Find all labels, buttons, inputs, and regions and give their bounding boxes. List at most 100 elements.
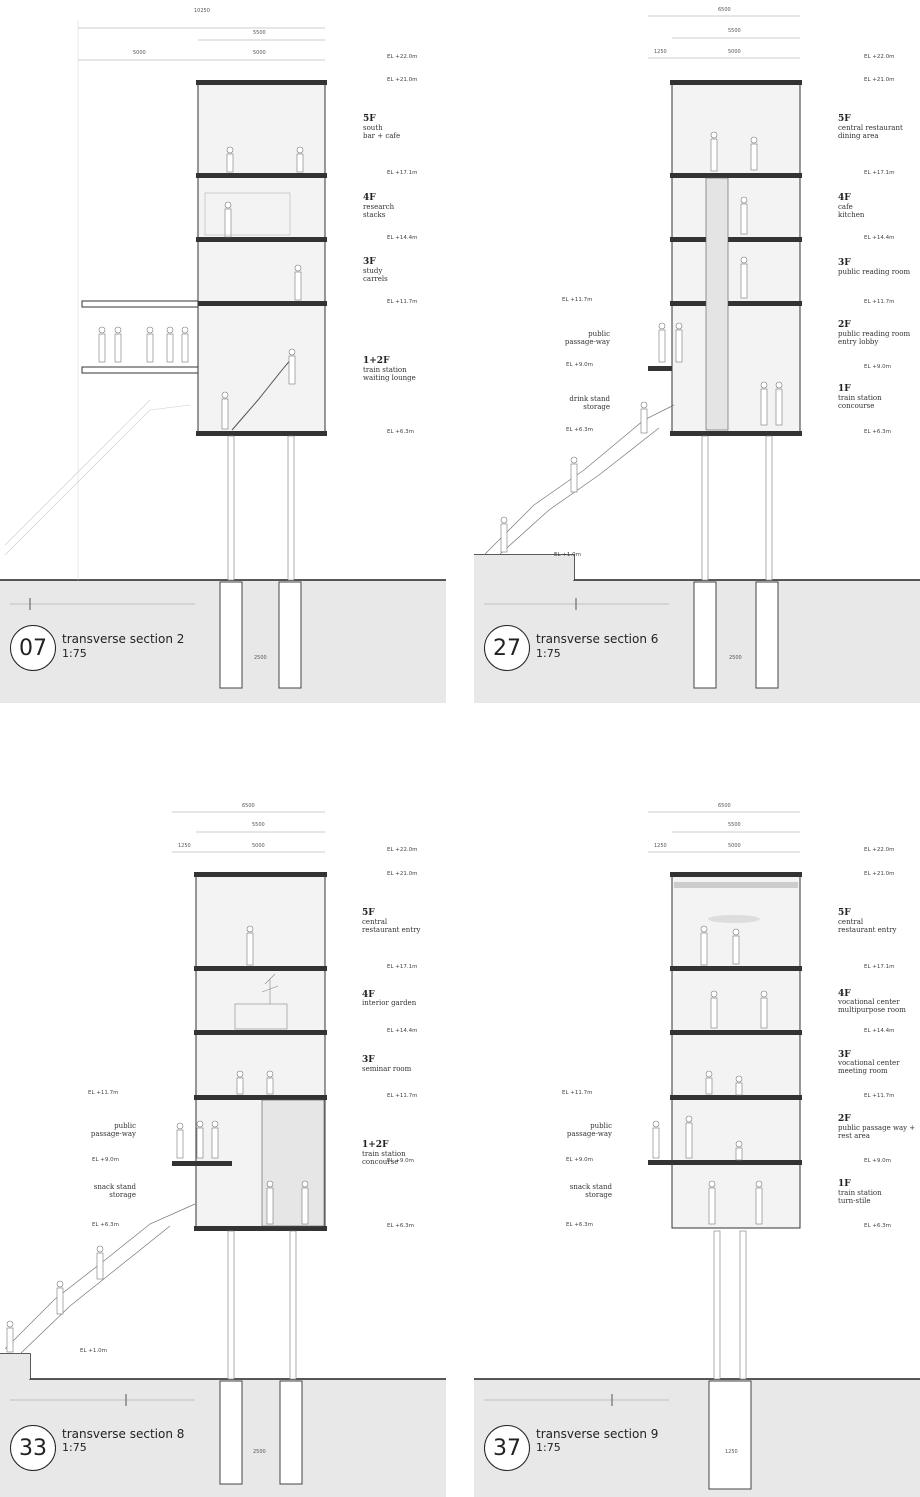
elevation-tag: EL +21.0m xyxy=(387,871,418,877)
elevation-tag: EL +9.0m xyxy=(387,1158,415,1164)
elevation-tag: EL +22.0m xyxy=(387,847,418,853)
dim-top: 6500 xyxy=(718,803,731,809)
section-scale: 1:75 xyxy=(536,1441,561,1454)
elevation-tag: EL +22.0m xyxy=(387,54,418,60)
elevation-tag: EL +17.1m xyxy=(387,170,418,176)
left-elevation-tag: EL +1.0m xyxy=(80,1348,108,1354)
elevation-tag: EL +17.1m xyxy=(864,964,895,970)
level-label: train station turn-stile xyxy=(838,1189,882,1206)
side-label: snack stand storage xyxy=(93,1183,136,1200)
dim-left: 1250 xyxy=(654,49,667,55)
level-label: south bar + cafe xyxy=(363,124,401,141)
elevation-tag: EL +14.4m xyxy=(864,1028,895,1034)
level-number: 4F xyxy=(838,989,851,999)
elevation-tag: EL +21.0m xyxy=(387,77,418,83)
dim-mid: 5500 xyxy=(728,28,741,34)
section-drawing xyxy=(474,811,920,1497)
elevation-tag: EL +11.7m xyxy=(864,299,895,305)
level-label: central restaurant entry xyxy=(838,918,897,935)
side-label: snack stand storage xyxy=(569,1183,612,1200)
dim-left: 1250 xyxy=(654,843,667,849)
level-label: study carrels xyxy=(363,267,388,284)
level-label: public passage way + rest area xyxy=(838,1124,916,1141)
left-elevation-tag: EL +6.3m xyxy=(566,427,594,433)
dim-mid: 5500 xyxy=(253,30,266,36)
level-number: 4F xyxy=(362,990,375,1000)
level-label: central restaurant entry xyxy=(362,918,421,935)
level-number: 3F xyxy=(838,258,851,268)
level-number: 1F xyxy=(838,1179,851,1189)
level-label: train station waiting lounge xyxy=(363,366,416,383)
level-number: 1F xyxy=(838,384,851,394)
section-scale: 1:75 xyxy=(536,647,561,660)
section-title: transverse section 9 xyxy=(536,1427,659,1441)
side-label: public passage-way xyxy=(566,1122,612,1139)
section-scale: 1:75 xyxy=(62,647,87,660)
dim-left: 5000 xyxy=(133,50,146,56)
level-number: 2F xyxy=(838,1114,851,1124)
dim-mid: 5500 xyxy=(728,822,741,828)
level-label: public reading room xyxy=(838,268,911,276)
dim-pile: 2500 xyxy=(253,1449,266,1455)
left-elevation-tag: EL +9.0m xyxy=(566,1157,594,1163)
section-drawing xyxy=(0,811,446,1497)
section-title: transverse section 8 xyxy=(62,1427,185,1441)
level-number: 3F xyxy=(362,1055,375,1065)
section-number-badge: 27 xyxy=(484,625,530,671)
elevation-tag: EL +6.3m xyxy=(864,1223,892,1229)
level-label: train station concourse xyxy=(362,1150,406,1167)
dim-pile: 2500 xyxy=(254,655,267,661)
left-elevation-tag: EL +1.0m xyxy=(554,552,582,558)
elevation-tag: EL +6.3m xyxy=(864,429,892,435)
section-panel-33: 6500 5500 1250 5000 2500 5F central rest… xyxy=(0,794,446,1497)
elevation-tag: EL +17.1m xyxy=(387,964,418,970)
elevation-tag: EL +17.1m xyxy=(864,170,895,176)
dim-pile: 2500 xyxy=(729,655,742,661)
dim-top: 10250 xyxy=(194,8,210,14)
elevation-tag: EL +21.0m xyxy=(864,77,895,83)
elevation-tag: EL +14.4m xyxy=(387,1028,418,1034)
level-label: research stacks xyxy=(363,203,395,220)
section-drawing xyxy=(474,15,920,703)
level-number: 4F xyxy=(363,193,376,203)
level-label: seminar room xyxy=(362,1065,412,1073)
section-panel-07: 10250 5500 5000 5000 2500 5F south bar +… xyxy=(0,0,446,703)
level-number: 1+2F xyxy=(363,356,390,366)
side-label: drink stand storage xyxy=(569,395,610,412)
elevation-tag: EL +11.7m xyxy=(387,299,418,305)
section-panel-27: 6500 5500 1250 5000 2500 5F central rest… xyxy=(474,0,920,703)
level-label: train station concourse xyxy=(838,394,882,411)
dim-right: 5000 xyxy=(252,843,265,849)
level-number: 4F xyxy=(838,193,851,203)
level-number: 5F xyxy=(838,114,851,124)
level-label: public reading room entry lobby xyxy=(838,330,911,347)
section-number-badge: 37 xyxy=(484,1425,530,1471)
elevation-tag: EL +11.7m xyxy=(387,1093,418,1099)
elevation-tag: EL +9.0m xyxy=(864,1158,892,1164)
level-label: vocational center multipurpose room xyxy=(838,998,906,1015)
level-label: vocational center meeting room xyxy=(838,1059,900,1076)
level-number: 5F xyxy=(362,908,375,918)
elevation-tag: EL +22.0m xyxy=(864,847,895,853)
section-drawing xyxy=(0,20,446,703)
dim-right: 5000 xyxy=(728,49,741,55)
dim-pile: 1250 xyxy=(725,1449,738,1455)
elevation-tag: EL +14.4m xyxy=(387,235,418,241)
elevation-tag: EL +22.0m xyxy=(864,54,895,60)
level-label: interior garden xyxy=(362,999,417,1007)
left-elevation-tag: EL +11.7m xyxy=(562,297,593,303)
level-label: cafe kitchen xyxy=(838,203,865,220)
elevation-tag: EL +6.3m xyxy=(387,1223,415,1229)
level-number: 5F xyxy=(363,114,376,124)
level-number: 1+2F xyxy=(362,1140,389,1150)
side-label: public passage-way xyxy=(564,330,610,347)
level-number: 3F xyxy=(838,1050,851,1060)
left-elevation-tag: EL +11.7m xyxy=(88,1090,119,1096)
dim-left: 1250 xyxy=(178,843,191,849)
dim-top: 6500 xyxy=(718,7,731,13)
side-label: public passage-way xyxy=(90,1122,136,1139)
level-label: central restaurant dining area xyxy=(838,124,903,141)
section-panel-37: 6500 5500 1250 5000 1250 5F central rest… xyxy=(474,794,920,1497)
section-scale: 1:75 xyxy=(62,1441,87,1454)
elevation-tag: EL +21.0m xyxy=(864,871,895,877)
